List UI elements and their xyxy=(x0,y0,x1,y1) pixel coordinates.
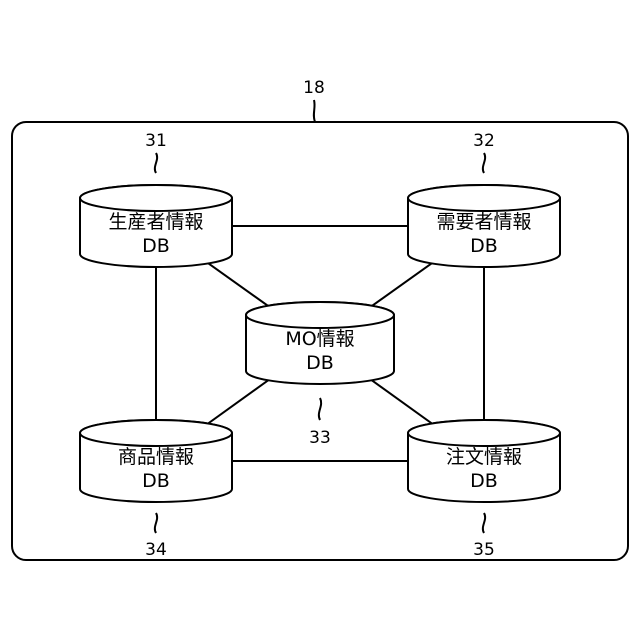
cylinder-top xyxy=(246,302,394,328)
ref-leader-line xyxy=(155,153,157,173)
db-cylinder-mo: MO情報DB 33 xyxy=(246,302,394,448)
ref-number-label: 32 xyxy=(473,131,495,151)
cylinder-top xyxy=(408,185,560,211)
db-label-line1: MO情報 xyxy=(285,328,354,350)
ref-number-label: 31 xyxy=(145,131,167,151)
ref-leader-line xyxy=(155,513,157,533)
db-cylinder-product: 商品情報DB 34 xyxy=(80,420,232,560)
db-label-line2: DB xyxy=(142,470,170,492)
cylinder-top xyxy=(408,420,560,446)
ref-number-label: 35 xyxy=(473,540,495,560)
ref-leader-line xyxy=(483,153,485,173)
ref-leader-line xyxy=(483,513,485,533)
database-cylinders: 生産者情報DB31需要者情報DB32MO情報DB33商品情報DB34注文情報DB… xyxy=(80,131,560,560)
db-cylinder-producer: 生産者情報DB 31 xyxy=(80,131,232,267)
db-label-line2: DB xyxy=(306,352,334,374)
db-cylinder-demand: 需要者情報DB 32 xyxy=(408,131,560,267)
container-ref-label: 18 xyxy=(303,78,325,98)
cylinder-top xyxy=(80,420,232,446)
db-label-line2: DB xyxy=(142,235,170,257)
db-label-line1: 注文情報 xyxy=(446,446,522,468)
db-label-line2: DB xyxy=(470,235,498,257)
db-cylinder-order: 注文情報DB 35 xyxy=(408,420,560,560)
db-label-line2: DB xyxy=(470,470,498,492)
db-label-line1: 商品情報 xyxy=(118,446,194,468)
container-leader-line xyxy=(314,100,315,122)
cylinder-top xyxy=(80,185,232,211)
db-label-line1: 需要者情報 xyxy=(436,211,531,233)
ref-number-label: 34 xyxy=(145,540,167,560)
ref-leader-line xyxy=(319,398,321,420)
db-label-line1: 生産者情報 xyxy=(108,211,203,233)
ref-number-label: 33 xyxy=(309,428,331,448)
